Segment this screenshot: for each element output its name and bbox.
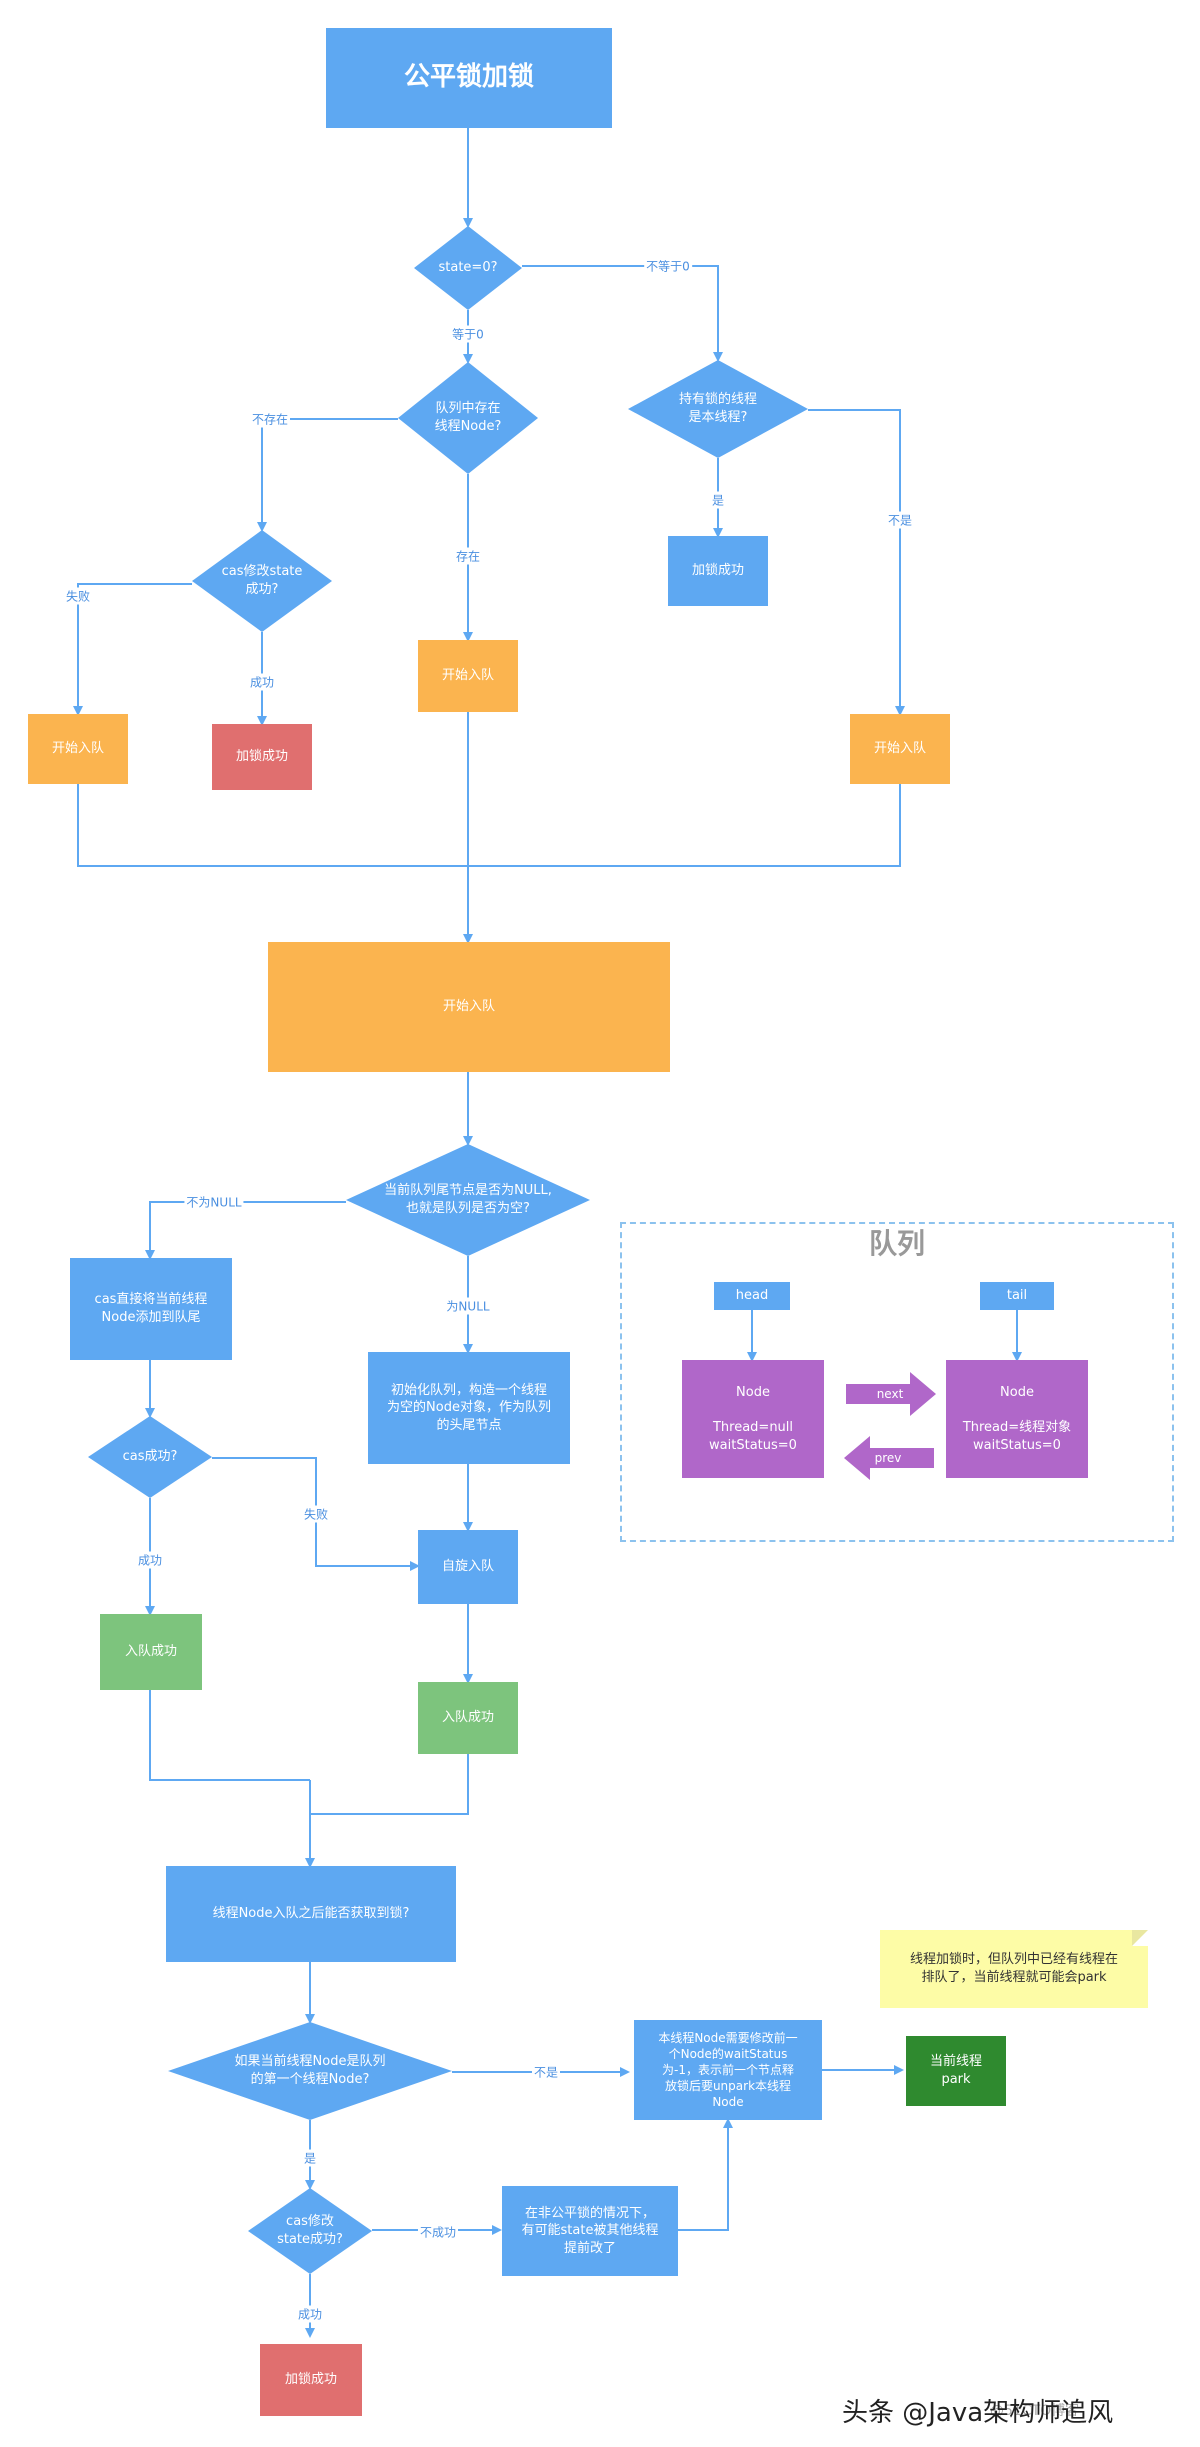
label-is-null: 为NULL: [444, 1297, 492, 1315]
label-yes: 是: [709, 491, 727, 509]
spin-enqueue-box: 自旋入队: [418, 1530, 518, 1604]
label-eq0: 等于0: [450, 325, 486, 343]
label-not-null: 不为NULL: [184, 1193, 244, 1211]
sticky-note-fold: [1132, 1930, 1148, 1946]
label-cas2-fail: 不成功: [417, 2223, 459, 2241]
label-cas-fail: 失败: [301, 1505, 331, 1523]
label-neq0: 不等于0: [644, 257, 692, 275]
lock-success-b: 加锁成功: [668, 536, 768, 606]
queue-node-tail: Node Thread=线程对象 waitStatus=0: [946, 1360, 1088, 1478]
queue-head-label: head: [714, 1282, 790, 1310]
enqueue-success-b: 入队成功: [418, 1682, 518, 1754]
init-queue-box: 初始化队列，构造一个线程 为空的Node对象，作为队列 的头尾节点: [368, 1352, 570, 1464]
modify-prev-waitstatus-box: 本线程Node需要修改前一 个Node的waitStatus 为-1，表示前一个…: [634, 2020, 822, 2120]
label-cas2-success: 成功: [295, 2305, 325, 2323]
queue-title: 队列: [868, 1227, 925, 1260]
enqueue-start-main: 开始入队: [268, 942, 670, 1072]
watermark-faint: @51CTO博客: [990, 2403, 1080, 2419]
sticky-note: 线程加锁时，但队列中已经有线程在 排队了，当前线程就可能会park: [880, 1930, 1148, 2008]
label-cas-success: 成功: [135, 1551, 165, 1569]
enqueue-start-a: 开始入队: [28, 714, 128, 784]
park-box: 当前线程 park: [906, 2036, 1006, 2106]
label-first-yes: 是: [301, 2149, 319, 2167]
holder-is-self-decision: 持有锁的线程 是本线程?: [628, 360, 808, 458]
queue-prev-label: prev: [874, 1451, 902, 1465]
watermark: 头条 @Java架构师追风: [842, 2398, 1114, 2428]
queue-tail-label: tail: [980, 1282, 1054, 1310]
cas-state-decision: cas修改state 成功?: [192, 530, 332, 632]
label-success: 成功: [247, 673, 277, 691]
queue-node-head: Node Thread=null waitStatus=0: [682, 1360, 824, 1478]
cas-state2-decision: cas修改 state成功?: [248, 2188, 372, 2274]
cas-add-tail-box: cas直接将当前线程 Node添加到队尾: [70, 1258, 232, 1360]
queue-has-node-decision: 队列中存在 线程Node?: [398, 362, 538, 474]
label-first-no: 不是: [531, 2063, 561, 2081]
enqueue-start-b: 开始入队: [418, 640, 518, 712]
label-exist: 存在: [453, 547, 483, 565]
lock-success-final: 加锁成功: [260, 2344, 362, 2416]
tail-null-decision: 当前队列尾节点是否为NULL, 也就是队列是否为空?: [346, 1144, 590, 1256]
state-zero-decision: state=0?: [414, 226, 522, 310]
acquire-after-enqueue-box: 线程Node入队之后能否获取到锁?: [166, 1866, 456, 1962]
label-no: 不是: [885, 511, 915, 529]
lock-success-a: 加锁成功: [212, 724, 312, 790]
queue-next-label: next: [876, 1387, 904, 1401]
enqueue-success-a: 入队成功: [100, 1614, 202, 1690]
queue-prev-arrow: [844, 1436, 934, 1480]
cas-success-decision: cas成功?: [88, 1416, 212, 1498]
flowchart-title: 公平锁加锁: [326, 28, 612, 128]
label-fail: 失败: [63, 587, 93, 605]
nonfair-note-box: 在非公平锁的情况下， 有可能state被其他线程 提前改了: [502, 2186, 678, 2276]
queue-next-arrow: [846, 1372, 936, 1416]
queue-illustration: [620, 1222, 1174, 1542]
first-node-decision: 如果当前线程Node是队列 的第一个线程Node?: [168, 2022, 452, 2120]
enqueue-start-c: 开始入队: [850, 714, 950, 784]
label-not-exist: 不存在: [249, 410, 291, 428]
